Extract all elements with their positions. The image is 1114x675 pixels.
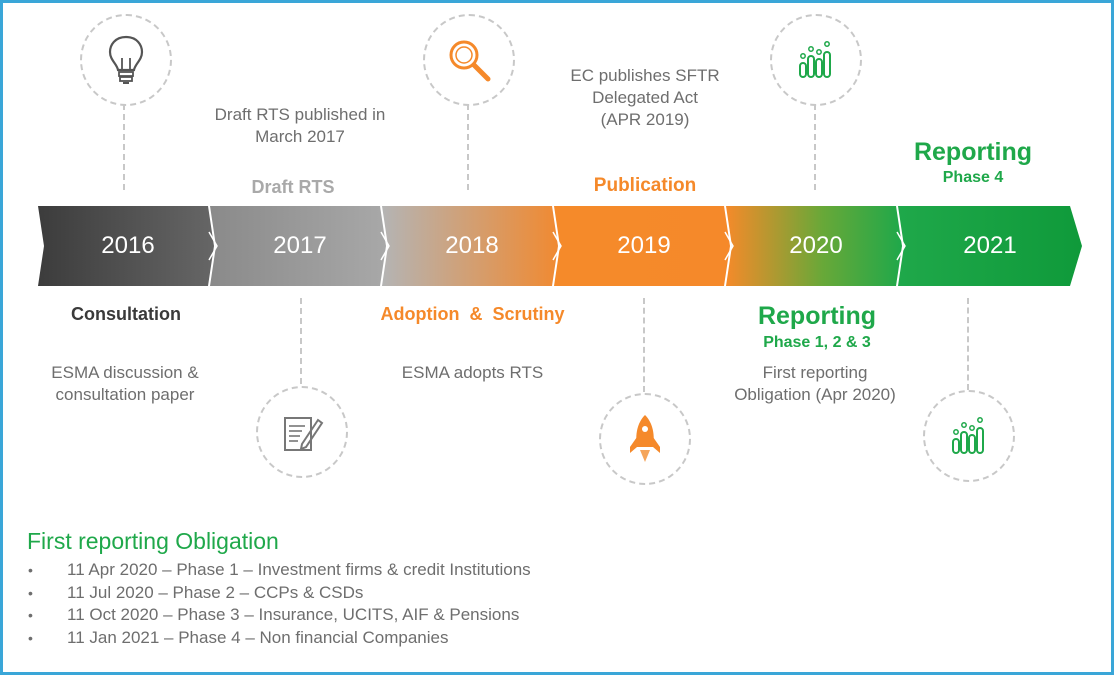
chevron-separator: [552, 231, 562, 261]
list-item: 11 Jul 2020 – Phase 2 – CCPs & CSDs: [27, 582, 727, 605]
list-item: 11 Jan 2021 – Phase 4 – Non financial Co…: [27, 627, 727, 650]
obligations-title: First reporting Obligation: [27, 528, 279, 554]
lightbulb-icon-circle: [80, 14, 172, 106]
segment-2017: [210, 206, 386, 286]
magnifier-icon-circle: [423, 14, 515, 106]
chevron-separator: [380, 231, 390, 261]
reporting-phase4-sub: Phase 4: [942, 169, 1004, 186]
adoption-scrutiny-label: Adoption & Scrutiny: [380, 304, 565, 324]
chevron-separator: [896, 231, 906, 261]
connector-2016: [123, 104, 125, 190]
obligations-section: First reporting Obligation 11 Apr 2020 –…: [27, 528, 727, 649]
year-2020: 2020: [789, 232, 843, 259]
first-reporting-note: First reporting Obligation (Apr 2020): [734, 363, 896, 404]
publication-label: Publication: [593, 175, 697, 196]
bar-chart-icon-circle-top: [770, 14, 862, 106]
list-item: 11 Oct 2020 – Phase 3 – Insurance, UCITS…: [27, 604, 727, 627]
chevron-separator: [724, 231, 734, 261]
year-2018: 2018: [445, 232, 499, 259]
segment-2016: [38, 206, 214, 286]
segment-2021: [898, 206, 1082, 286]
obligations-list: 11 Apr 2020 – Phase 1 – Investment firms…: [27, 559, 727, 649]
document-pen-icon: [284, 417, 324, 451]
chevron-separator: [208, 231, 218, 261]
year-2016: 2016: [101, 232, 155, 259]
segment-2019: [554, 206, 730, 286]
connector-2021: [967, 298, 969, 390]
list-item: 11 Apr 2020 – Phase 1 – Investment firms…: [27, 559, 727, 582]
reporting-phase4-title: Reporting: [913, 138, 1033, 166]
bar-chart-icon: [952, 417, 984, 454]
rocket-icon-circle: [599, 393, 691, 485]
reporting-123-sub: Phase 1, 2 & 3: [763, 334, 871, 351]
timeline-band: [38, 206, 1082, 286]
year-2021: 2021: [963, 232, 1017, 259]
magnifier-icon: [449, 40, 491, 82]
esma-discussion-note: ESMA discussion & consultation paper: [51, 363, 199, 404]
reporting-123-title: Reporting: [757, 302, 877, 330]
esma-adopts-note: ESMA adopts RTS: [401, 363, 544, 382]
segment-2018: [382, 206, 558, 286]
draft-rts-label: Draft RTS: [251, 177, 335, 197]
connector-2020-top: [814, 104, 816, 190]
year-2017: 2017: [273, 232, 327, 259]
connector-2017: [300, 298, 302, 384]
lightbulb-icon: [108, 35, 144, 84]
year-2019: 2019: [617, 232, 671, 259]
segment-2020: [726, 206, 902, 286]
ec-publishes-note: EC publishes SFTR Delegated Act (APR 201…: [570, 66, 720, 129]
bar-chart-icon-circle-bottom: [923, 390, 1015, 482]
connector-2019: [643, 298, 645, 392]
consultation-label: Consultation: [71, 304, 181, 324]
bar-chart-icon: [799, 41, 831, 78]
connector-2018: [467, 104, 469, 190]
document-pen-icon-circle: [256, 386, 348, 478]
draft-rts-note: Draft RTS published in March 2017: [214, 105, 386, 146]
rocket-icon: [630, 415, 660, 462]
